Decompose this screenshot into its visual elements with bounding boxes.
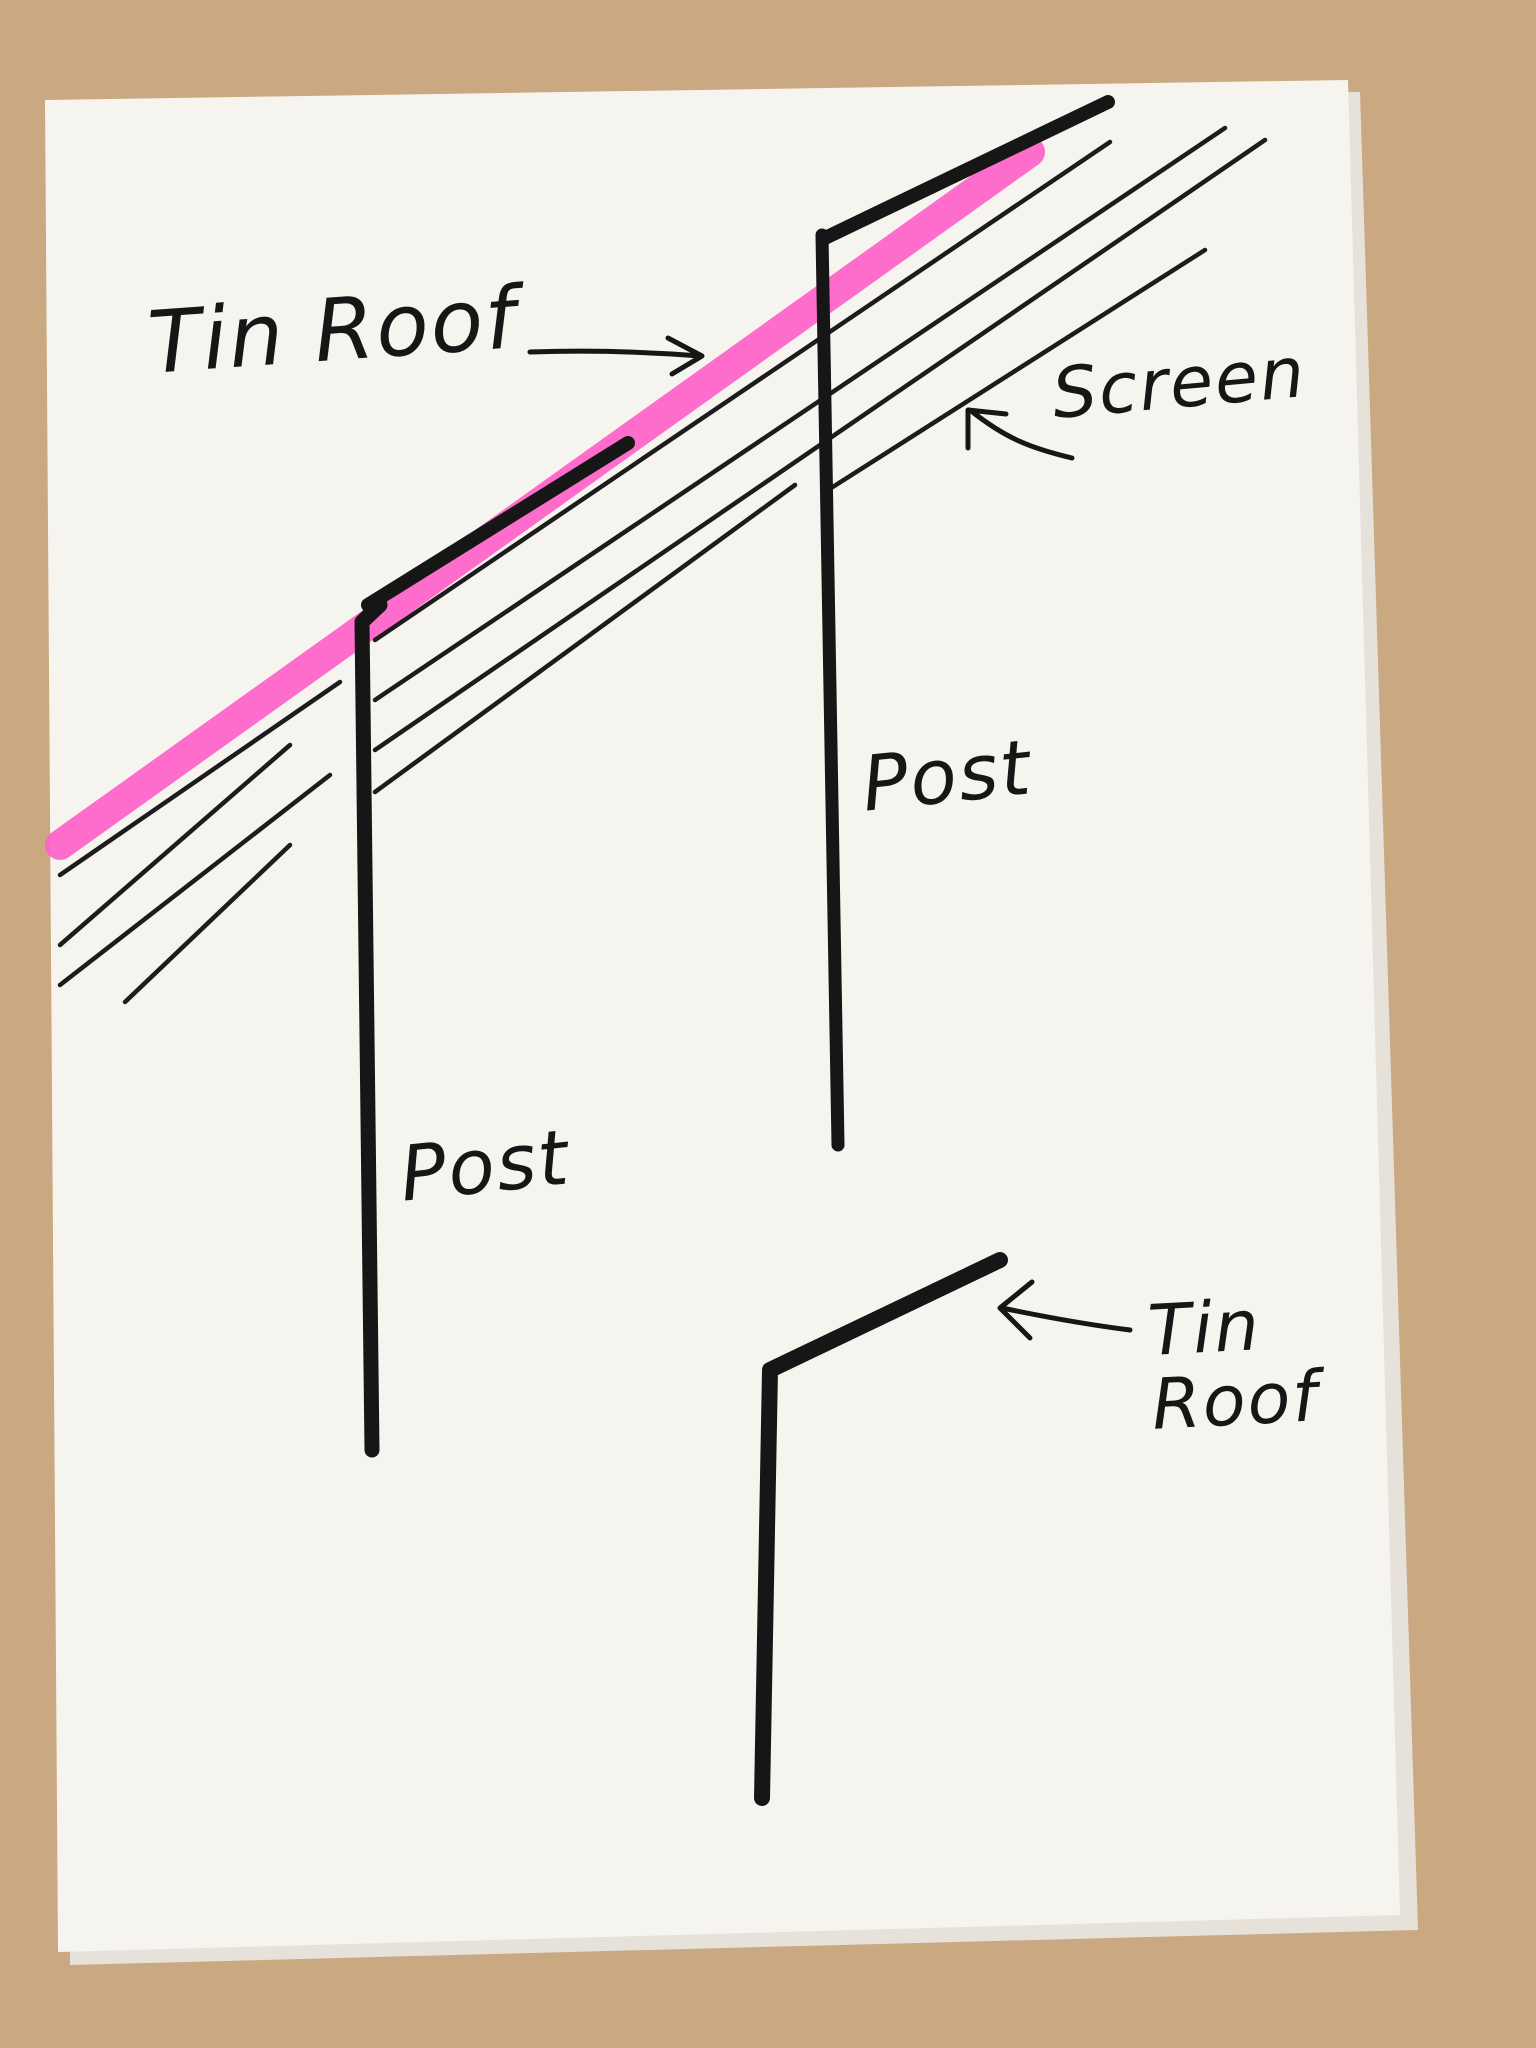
label-tin-roof-bottom: Tin Roof [1146, 1284, 1321, 1446]
label-screen: Screen [1048, 331, 1310, 435]
screen-line [372, 482, 798, 795]
post-left [354, 597, 388, 1458]
screen-lines [57, 125, 1268, 1005]
screen-line [57, 772, 333, 988]
screen-line [825, 247, 1208, 493]
paper-sheet [45, 80, 1400, 1952]
screen-line [372, 125, 1228, 703]
screen-line [57, 742, 293, 948]
screen-line [122, 842, 293, 1005]
label-post-right: Post [857, 722, 1036, 829]
tin-roof-top-right-segment [818, 95, 1115, 245]
label-tin-roof-top: Tin Roof [144, 268, 521, 394]
screen-line [57, 679, 343, 878]
post-right [815, 228, 845, 1152]
tin-roof-top-left-segment [361, 436, 635, 612]
label-post-left: Post [395, 1112, 574, 1219]
arrow-to-tin-roof-top [527, 335, 705, 377]
screen-line [372, 139, 1113, 643]
arrow-to-tin-roof-bottom [997, 1279, 1133, 1341]
arrow-to-screen [965, 407, 1075, 461]
tin-roof-side-view [754, 1252, 1008, 1806]
